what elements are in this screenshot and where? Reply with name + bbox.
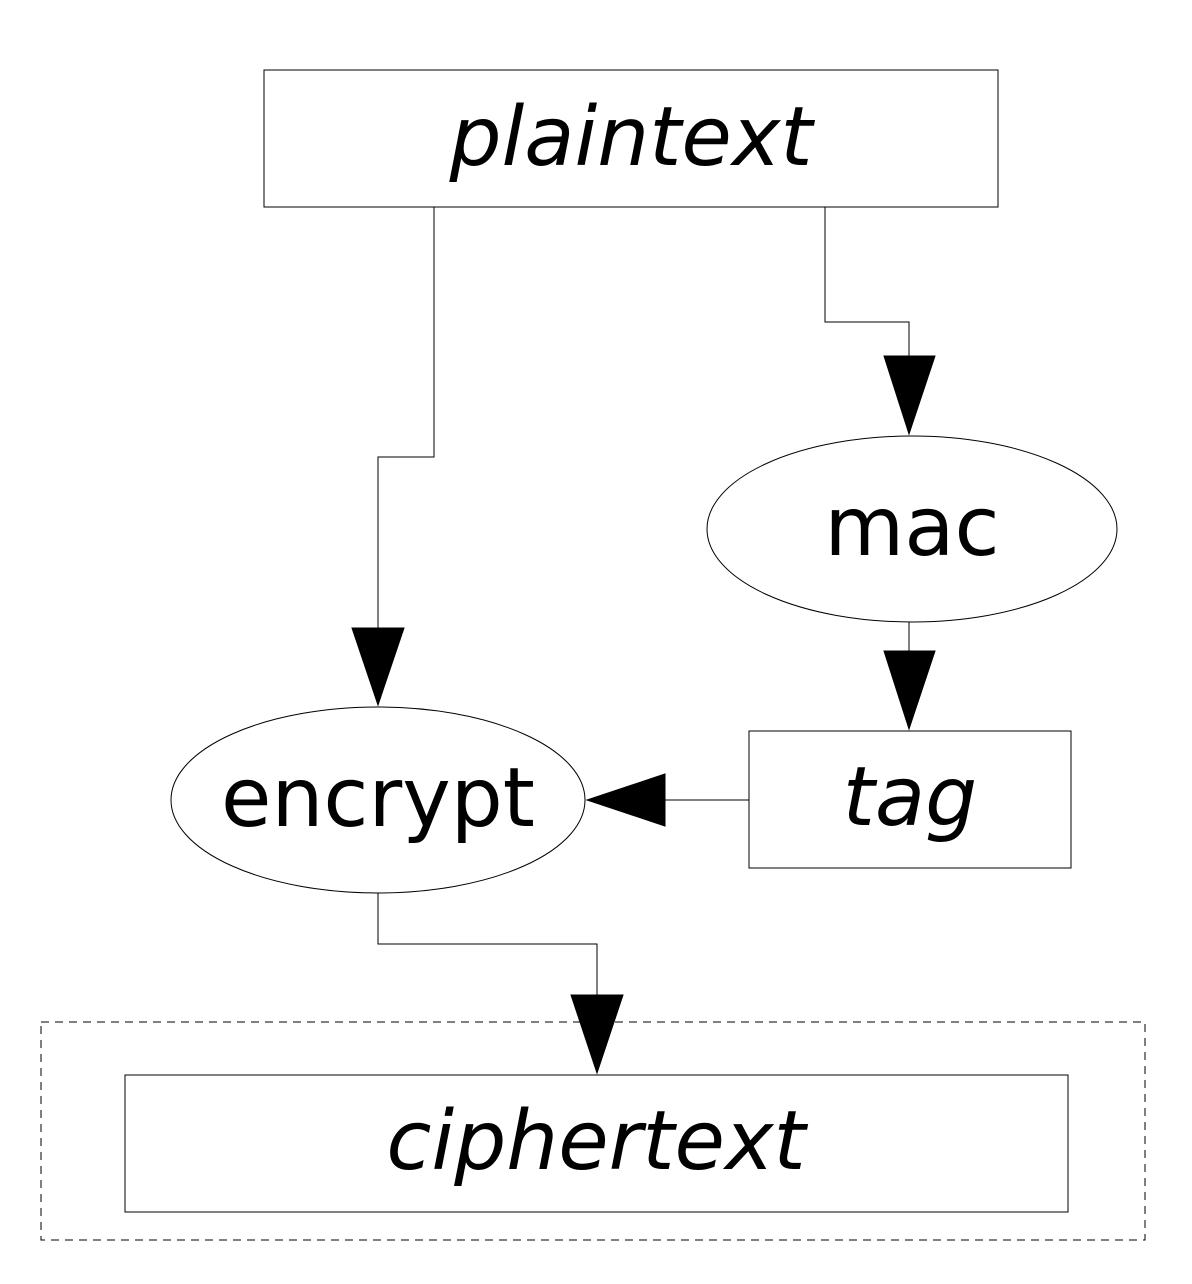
node-tag-box	[748, 730, 1072, 869]
node-encrypt-ellipse	[170, 706, 586, 894]
edge-encrypt-to-ciphertext-arrowhead	[570, 994, 624, 1075]
node-plaintext-box	[263, 69, 999, 208]
node-tag-label: tag	[843, 750, 977, 845]
edge-plaintext-to-encrypt-line	[377, 207, 435, 628]
node-tag: tag	[748, 730, 1072, 869]
node-mac-label: mac	[824, 480, 999, 575]
edge-mac-to-tag	[883, 622, 936, 731]
edge-plaintext-to-mac	[824, 207, 936, 436]
edge-plaintext-to-encrypt	[351, 207, 435, 707]
node-plaintext: plaintext	[263, 69, 999, 208]
edge-encrypt-to-ciphertext-line	[377, 893, 598, 995]
edge-encrypt-to-ciphertext	[377, 893, 624, 1075]
node-ciphertext-label: ciphertext	[386, 1094, 808, 1189]
edge-tag-to-encrypt-arrowhead	[585, 773, 666, 827]
node-ciphertext-box	[124, 1074, 1069, 1213]
node-mac: mac	[706, 435, 1118, 623]
edge-mac-to-tag-arrowhead	[883, 650, 936, 731]
edge-plaintext-to-encrypt-arrowhead	[351, 627, 405, 707]
node-plaintext-label: plaintext	[448, 90, 815, 185]
edge-plaintext-to-mac-line	[824, 207, 910, 356]
edge-tag-to-encrypt	[585, 773, 749, 827]
node-encrypt-label: encrypt	[221, 751, 535, 846]
node-mac-ellipse	[706, 435, 1118, 623]
edge-plaintext-to-mac-arrowhead	[883, 355, 936, 436]
node-encrypt: encrypt	[170, 706, 586, 894]
node-ciphertext: ciphertext	[124, 1074, 1069, 1213]
